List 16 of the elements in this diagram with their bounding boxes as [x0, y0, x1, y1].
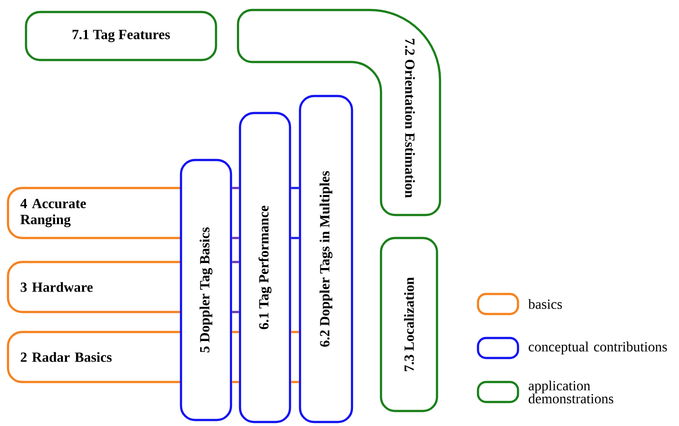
section-box: 7.1 Tag Features [24, 10, 218, 62]
legend-label: application demonstrations [528, 380, 614, 404]
section-box: 6.1 Tag Performance [238, 112, 292, 424]
connector-band [232, 260, 239, 314]
section-box: 6.2 Doppler Tags in Multiples [298, 94, 354, 424]
legend-label: conceptual contributions [528, 342, 667, 354]
section-box: 2 Radar Basics [6, 330, 181, 384]
connector-band [291, 186, 299, 240]
section-box: 4 Accurate Ranging [6, 186, 181, 240]
section-box: 5 Doppler Tag Basics [180, 158, 232, 422]
section-box: 3 Hardware [6, 260, 181, 314]
connector-band [291, 330, 299, 384]
connector-band [232, 330, 239, 384]
connector-band [232, 186, 239, 240]
legend-label: basics [528, 299, 562, 309]
section-box: 7.3 Localization [380, 236, 438, 412]
